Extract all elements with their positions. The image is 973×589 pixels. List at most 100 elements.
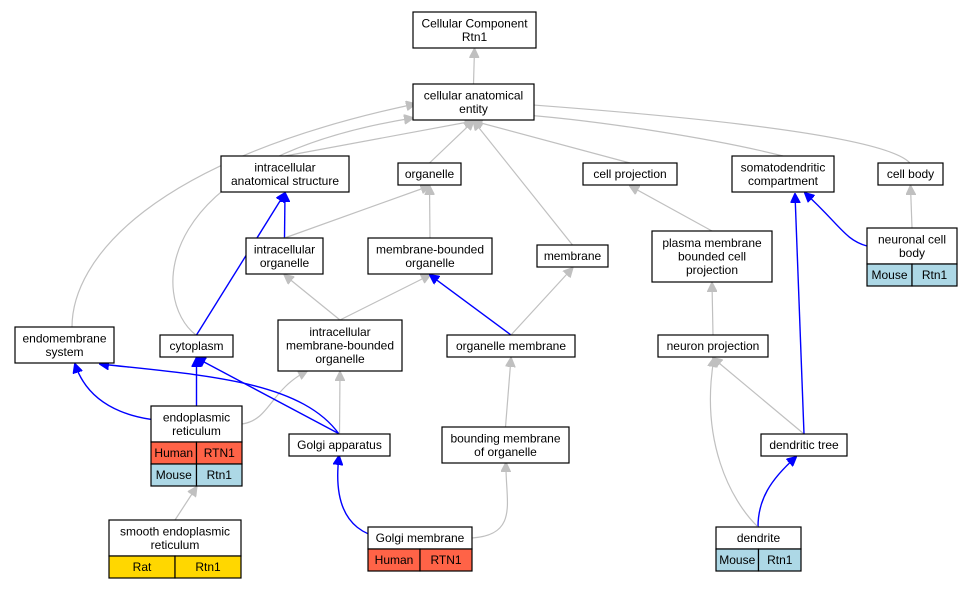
node-cellproj[interactable]: cell projection xyxy=(582,162,678,186)
node-dtree[interactable]: dendritic tree xyxy=(760,433,848,457)
node-label: cytoplasm xyxy=(169,339,223,353)
node-label: body xyxy=(899,246,925,260)
edge-neuproj-to-pmbcp xyxy=(712,283,713,336)
node-label: organelle xyxy=(405,167,455,181)
edges-layer xyxy=(71,49,913,541)
node-box xyxy=(367,237,493,275)
node-membrane[interactable]: membrane xyxy=(536,244,609,268)
gene-cell xyxy=(174,555,242,579)
node-box xyxy=(412,11,537,49)
node-label: membrane-bounded xyxy=(286,339,394,353)
node-box xyxy=(245,237,324,275)
node-label: dendrite xyxy=(737,531,781,545)
edge-er-to-imbo xyxy=(241,371,307,425)
node-label: cell body xyxy=(887,167,934,181)
node-box xyxy=(108,519,242,557)
node-cytoplasm[interactable]: cytoplasm xyxy=(159,334,234,358)
edge-endomem-to-cae xyxy=(71,104,415,328)
edge-ncb-to-cellbody xyxy=(911,186,913,229)
edge-imbo-to-intraorg xyxy=(285,275,341,321)
node-box xyxy=(277,319,403,372)
node-box xyxy=(760,433,848,457)
edge-mbo-to-organelle xyxy=(430,186,431,239)
node-label: entity xyxy=(459,102,488,116)
node-label: system xyxy=(45,345,83,359)
node-label: organelle xyxy=(315,352,365,366)
node-cellbody[interactable]: cell body xyxy=(877,162,944,186)
node-label: cell projection xyxy=(593,167,666,181)
edge-ser-to-er xyxy=(174,487,197,521)
gene-cell xyxy=(195,463,243,487)
edge-orgmem-to-mbo xyxy=(430,275,512,336)
node-label: Golgi apparatus xyxy=(297,438,382,452)
node-orgmem[interactable]: organelle membrane xyxy=(446,334,576,358)
edge-organelle-to-cae xyxy=(429,121,474,164)
node-box xyxy=(14,326,115,364)
edge-golgimem-to-bmo xyxy=(471,463,507,539)
node-label: smooth endoplasmic xyxy=(120,524,230,538)
gene-symbol: Rtn1 xyxy=(922,268,948,282)
edge-dendrite-to-neuproj xyxy=(710,358,759,528)
node-label: intracellular xyxy=(254,160,315,174)
gene-symbol: Rtn1 xyxy=(207,468,233,482)
species-name: Human xyxy=(154,446,193,460)
node-box xyxy=(412,83,535,121)
edge-cae-to-root xyxy=(474,49,475,85)
node-label: intracellular xyxy=(309,325,370,339)
node-neuproj[interactable]: neuron projection xyxy=(657,334,769,358)
node-box xyxy=(220,155,350,193)
node-label: organelle xyxy=(405,256,455,270)
edge-ncb-to-somato xyxy=(805,193,868,247)
node-label: anatomical structure xyxy=(231,174,339,188)
gene-cell xyxy=(911,263,958,287)
edge-orgmem-to-membrane xyxy=(510,268,573,336)
edge-golgi-to-cytoplasm xyxy=(197,358,340,435)
node-box xyxy=(731,155,835,193)
node-label: Golgi membrane xyxy=(376,531,465,545)
edge-somato-to-cae xyxy=(512,114,784,157)
species-name: Human xyxy=(375,553,414,567)
node-label: Rtn1 xyxy=(462,30,488,44)
node-label: membrane xyxy=(544,249,602,263)
species-name: Mouse xyxy=(871,268,907,282)
gene-cell xyxy=(757,548,802,572)
edge-membrane-to-cae xyxy=(474,121,573,246)
node-box xyxy=(441,426,570,464)
node-golgi[interactable]: Golgi apparatus xyxy=(288,433,391,457)
gene-cell xyxy=(419,548,473,572)
node-label: plasma membrane xyxy=(662,236,762,250)
node-label: neuronal cell xyxy=(878,232,946,246)
edge-imbo-to-mbo xyxy=(339,275,430,321)
gene-symbol: Rtn1 xyxy=(767,553,793,567)
node-label: neuron projection xyxy=(667,339,760,353)
node-organelle[interactable]: organelle xyxy=(397,162,462,186)
node-label: bounded cell xyxy=(678,250,746,264)
node-box xyxy=(582,162,678,186)
edge-bmo-to-orgmem xyxy=(504,358,512,428)
node-label: reticulum xyxy=(172,424,221,438)
node-label: of organelle xyxy=(474,445,537,459)
edge-cellbody-to-cae xyxy=(520,104,911,164)
gene-symbol: RTN1 xyxy=(204,446,235,460)
node-label: bounding membrane xyxy=(450,431,560,445)
edge-dtree-to-neuproj xyxy=(713,358,805,435)
edge-ias-to-cae xyxy=(284,121,474,157)
node-label: endomembrane xyxy=(22,331,106,345)
node-label: membrane-bounded xyxy=(376,242,484,256)
